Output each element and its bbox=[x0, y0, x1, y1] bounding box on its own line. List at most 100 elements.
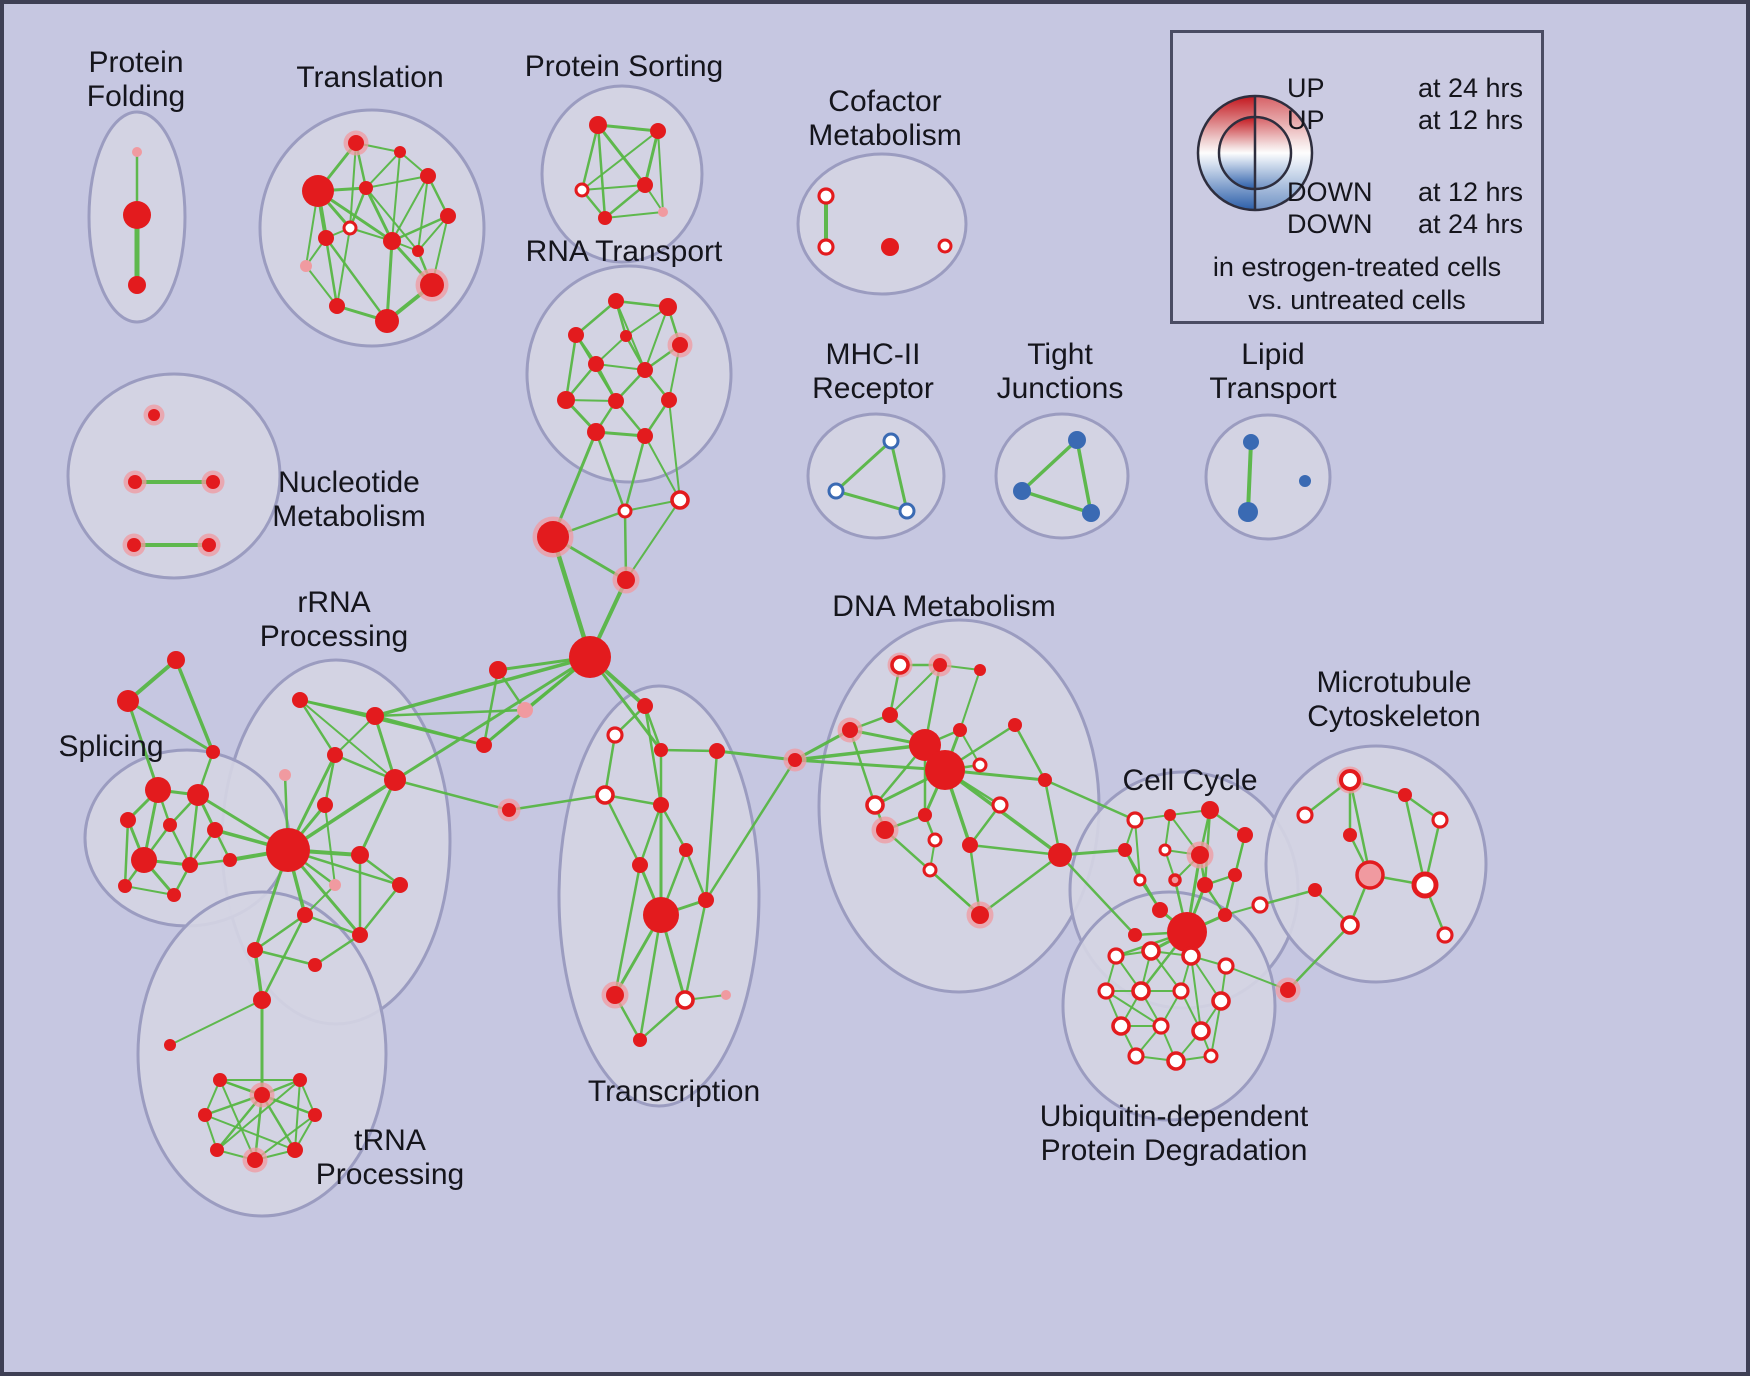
cluster-cofactor-metabolism-label: Cofactor bbox=[828, 85, 941, 118]
edge bbox=[482, 668, 500, 747]
edge bbox=[373, 708, 527, 718]
edge bbox=[1105, 990, 1162, 1027]
edge bbox=[1043, 778, 1137, 822]
node-tc12 bbox=[675, 990, 695, 1010]
edge bbox=[638, 803, 663, 867]
node-rr9 bbox=[329, 879, 341, 891]
node-mh3 bbox=[898, 502, 916, 520]
node-ps5 bbox=[598, 211, 612, 225]
node-ch2 bbox=[532, 516, 574, 558]
edge bbox=[1190, 955, 1202, 1032]
edge bbox=[968, 843, 1062, 857]
node-dm11 bbox=[1038, 773, 1052, 787]
node-cm3 bbox=[881, 238, 899, 256]
cluster-cofactor-metabolism-label: Metabolism bbox=[808, 119, 961, 152]
legend-row-label: DOWN bbox=[1287, 177, 1373, 207]
node-nm5 bbox=[197, 533, 221, 557]
node-cc11 bbox=[1197, 877, 1213, 893]
edge bbox=[305, 265, 338, 307]
edge bbox=[169, 999, 263, 1046]
edge bbox=[603, 183, 647, 220]
legend-disc bbox=[1196, 94, 1314, 212]
node-t7 bbox=[375, 309, 399, 333]
edge bbox=[596, 123, 660, 133]
cluster-microtubule-cytoskeleton-label: Cytoskeleton bbox=[1307, 700, 1480, 733]
node-sp1 bbox=[145, 777, 171, 803]
node-rr4 bbox=[279, 769, 291, 781]
node-tc6 bbox=[709, 743, 725, 759]
cluster-transcription-label: Transcription bbox=[588, 1075, 760, 1108]
edge bbox=[978, 853, 1062, 917]
node-tr4 bbox=[213, 1073, 227, 1087]
node-cc13 bbox=[1167, 912, 1207, 952]
edge bbox=[124, 885, 175, 896]
edge bbox=[889, 439, 909, 513]
edge bbox=[580, 123, 600, 192]
node-ch6 bbox=[517, 702, 533, 718]
edge bbox=[364, 186, 394, 243]
edge bbox=[365, 187, 419, 252]
edge bbox=[365, 151, 401, 189]
node-cc6 bbox=[1158, 843, 1172, 857]
cluster-cell-cycle-label: Cell Cycle bbox=[1122, 764, 1257, 797]
edge bbox=[1246, 440, 1253, 514]
edge bbox=[596, 123, 647, 187]
edge bbox=[482, 708, 527, 747]
edge bbox=[324, 236, 389, 323]
edge bbox=[834, 439, 893, 493]
node-t8 bbox=[329, 298, 345, 314]
edge bbox=[613, 863, 642, 997]
edge bbox=[303, 913, 362, 937]
edge bbox=[1020, 438, 1079, 493]
cluster-ubiquitin-degradation-label: Ubiquitin-dependent bbox=[1040, 1100, 1309, 1133]
legend-row: DOWN at 12 hrs bbox=[1287, 177, 1523, 208]
node-ub2 bbox=[1141, 941, 1161, 961]
node-rr14 bbox=[308, 958, 322, 972]
edge bbox=[1286, 923, 1352, 992]
cluster-lipid-transport-label: Transport bbox=[1209, 372, 1337, 405]
node-lt1 bbox=[1243, 434, 1259, 450]
node-rr1 bbox=[292, 692, 308, 708]
node-tc4 bbox=[595, 785, 615, 805]
edge bbox=[204, 1114, 296, 1151]
node-cn1 bbox=[783, 748, 807, 772]
edge bbox=[581, 184, 646, 191]
node-dm10 bbox=[925, 750, 965, 790]
cluster-rrna-processing-label: rRNA bbox=[297, 586, 370, 619]
node-dm8 bbox=[1008, 718, 1022, 732]
edge bbox=[1348, 778, 1372, 877]
edge bbox=[683, 898, 708, 1002]
legend-row: DOWN at 24 hrs bbox=[1287, 209, 1523, 240]
node-tr5 bbox=[293, 1073, 307, 1087]
node-dm13 bbox=[918, 808, 932, 822]
legend-row: UP at 24 hrs bbox=[1287, 73, 1523, 104]
edge bbox=[959, 669, 981, 731]
cluster-mhc-ii-receptor-ellipse bbox=[806, 412, 946, 540]
cluster-trna-processing-label: Processing bbox=[316, 1158, 464, 1191]
cluster-tight-junctions-ellipse bbox=[994, 412, 1130, 540]
node-tr3 bbox=[249, 1082, 275, 1108]
node-tc1 bbox=[637, 698, 653, 714]
node-mc10 bbox=[1436, 926, 1454, 944]
node-ub6 bbox=[1131, 981, 1151, 1001]
edge bbox=[595, 363, 646, 371]
edge bbox=[1043, 778, 1062, 857]
cluster-rna-transport-label: RNA Transport bbox=[526, 235, 723, 268]
edge bbox=[657, 130, 664, 213]
cluster-tight-junctions-label: Tight bbox=[1027, 338, 1093, 371]
node-sp4 bbox=[163, 818, 177, 832]
node-t10 bbox=[342, 220, 358, 236]
node-mc8 bbox=[1308, 883, 1322, 897]
node-cc1 bbox=[1126, 811, 1144, 829]
edge bbox=[603, 793, 642, 867]
node-tc5 bbox=[653, 797, 669, 813]
cluster-dna-metabolism-label: DNA Metabolism bbox=[832, 590, 1055, 623]
node-sp5 bbox=[207, 822, 223, 838]
node-tc14 bbox=[633, 1033, 647, 1047]
node-sp6 bbox=[131, 847, 157, 873]
node-t13 bbox=[412, 245, 424, 257]
edge bbox=[313, 933, 362, 967]
edge bbox=[581, 130, 659, 191]
node-cx1 bbox=[1275, 977, 1301, 1003]
